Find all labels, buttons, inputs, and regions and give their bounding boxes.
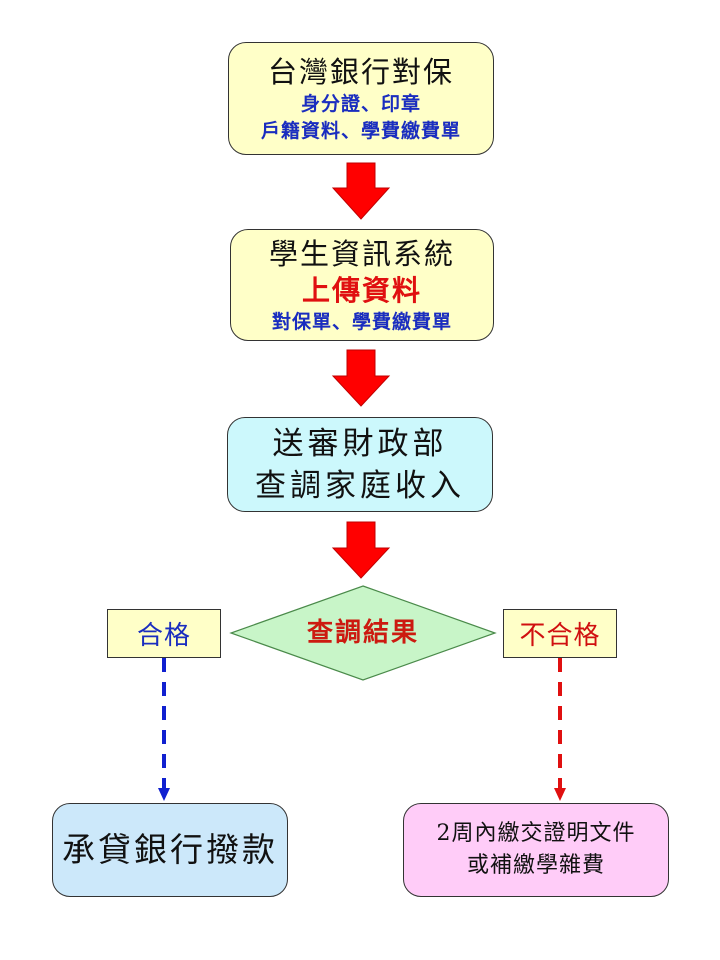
fail-label: 不合格 — [503, 609, 617, 658]
fail-arrowhead — [554, 788, 566, 801]
step-student-system-upload: 學生資訊系統 上傳資料 對保單、學費繳費單 — [230, 229, 494, 341]
outcome-fail-line-2: 或補繳學雜費 — [466, 853, 605, 878]
step-bank-verification: 台灣銀行對保 身分證、印章 戶籍資料、學費繳費單 — [228, 42, 494, 155]
pass-label: 合格 — [107, 609, 221, 658]
step-2-highlight: 上傳資料 — [301, 273, 422, 307]
pass-arrowhead — [158, 788, 170, 801]
decision-label: 查調結果 — [306, 618, 419, 648]
down-arrow-3 — [331, 521, 391, 579]
outcome-submit-documents: 2周內繳交證明文件 或補繳學雜費 — [403, 803, 669, 897]
decision-diamond — [229, 585, 497, 681]
outcome-loan-disbursement: 承貸銀行撥款 — [52, 803, 288, 897]
step-2-title: 學生資訊系統 — [268, 236, 455, 271]
down-arrow-1 — [331, 162, 391, 220]
step-1-line-1: 身分證、印章 — [300, 92, 421, 115]
outcome-pass-text: 承貸銀行撥款 — [62, 830, 278, 869]
step-1-title: 台灣銀行對保 — [267, 54, 454, 89]
step-ministry-review: 送審財政部 查調家庭收入 — [227, 417, 493, 512]
step-1-line-2: 戶籍資料、學費繳費單 — [260, 119, 461, 142]
outcome-fail-line-1: 2周內繳交證明文件 — [436, 821, 636, 846]
step-3-line-2: 查調家庭收入 — [255, 467, 465, 504]
step-2-line-1: 對保單、學費繳費單 — [271, 310, 452, 333]
step-3-line-1: 送審財政部 — [272, 425, 448, 462]
down-arrow-2 — [331, 349, 391, 407]
